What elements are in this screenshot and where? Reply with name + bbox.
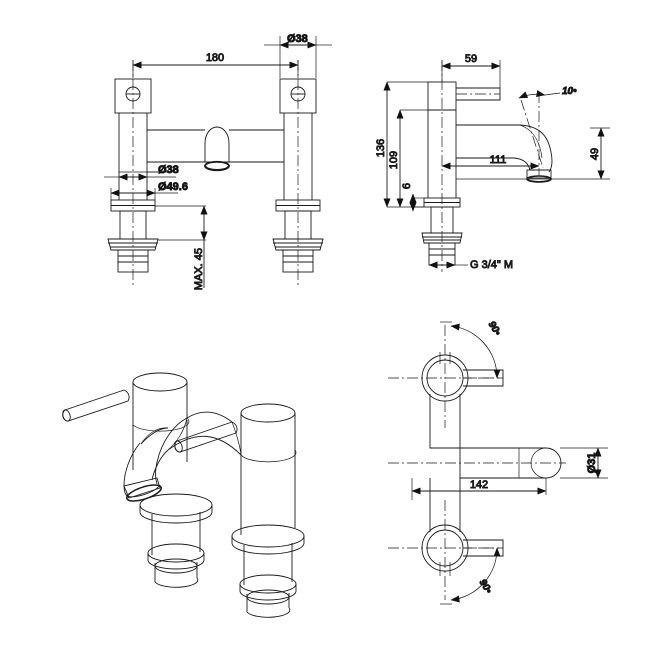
dim-label-109: 109 xyxy=(388,151,400,169)
dim-label-142: 142 xyxy=(470,479,488,491)
plan-centerlines xyxy=(388,325,500,600)
dim-label-angle90-bottom: 90• xyxy=(477,578,494,597)
dim-label-max45: MAX. 45 xyxy=(193,248,205,290)
dim-plan-angle-bottom xyxy=(440,547,501,605)
dim-label-dia31: Ø31 xyxy=(586,453,598,474)
plan-body-spout xyxy=(388,394,566,532)
dim-label-thread: G 3/4" M xyxy=(470,259,513,271)
plan-view: 90• 90• 142 Ø31 xyxy=(388,319,608,605)
dim-label-111: 111 xyxy=(490,154,507,166)
front-body-bar xyxy=(147,126,284,172)
isometric-view xyxy=(62,372,305,618)
plan-bottom-handle xyxy=(421,524,504,576)
plan-top-handle xyxy=(421,352,504,402)
iso-left-mount xyxy=(139,493,213,588)
dim-plan-angle-top xyxy=(440,321,501,379)
dim-front-dia38-shank xyxy=(104,171,176,181)
dim-label-136: 136 xyxy=(375,139,387,157)
dim-front-dia496 xyxy=(110,188,178,200)
dim-label-angle10: 10• xyxy=(562,86,577,97)
dim-side-6 xyxy=(409,193,424,212)
dim-label-dia496: Ø49.6 xyxy=(158,181,188,193)
iso-left-column xyxy=(62,372,190,470)
dim-side-109 xyxy=(396,109,428,208)
dim-label-6: 6 xyxy=(401,183,413,189)
front-elevation-view: 180 Ø38 Ø38 Ø49.6 xyxy=(104,33,332,291)
dim-front-width-180 xyxy=(132,60,299,78)
dim-label-dia38-shank: Ø38 xyxy=(158,164,179,176)
dim-label-angle90-top: 90• xyxy=(486,320,503,339)
dim-side-59 xyxy=(441,60,501,88)
dim-plan-dia31 xyxy=(560,447,608,479)
side-elevation-view: 10• 59 136 xyxy=(375,53,610,272)
side-handle xyxy=(427,81,501,198)
dim-side-angle10 xyxy=(518,90,561,176)
dim-label-dia38-top: Ø38 xyxy=(287,33,308,45)
iso-right-column xyxy=(174,403,297,535)
dim-side-49 xyxy=(590,127,610,180)
dim-plan-142 xyxy=(411,478,547,500)
dim-front-dia38-top xyxy=(264,36,332,78)
dim-label-59: 59 xyxy=(465,53,477,65)
dim-label-49: 49 xyxy=(589,148,601,160)
dim-label-180: 180 xyxy=(206,52,224,64)
dim-front-max45 xyxy=(155,205,208,288)
iso-right-mount xyxy=(231,524,305,618)
